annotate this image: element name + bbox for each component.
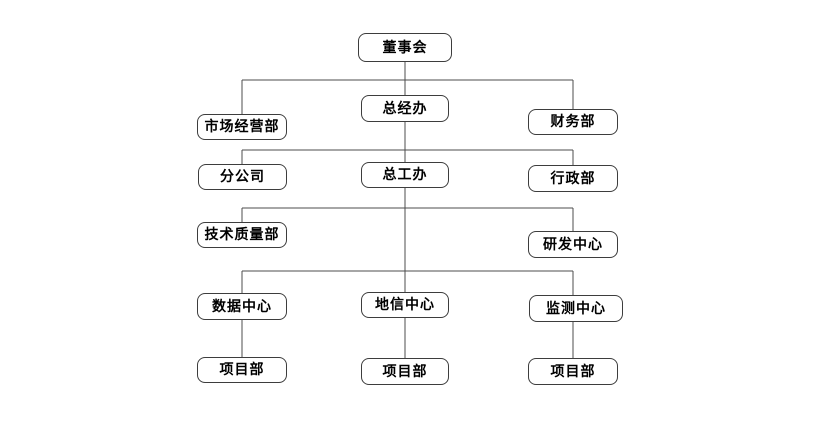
org-node-gm-office: 总经办 [361, 95, 449, 122]
org-node-marketing-dept-label: 市场经营部 [204, 119, 280, 135]
org-node-geo-info-center-label: 地信中心 [375, 297, 435, 313]
org-node-project-dept-2-label: 项目部 [382, 363, 428, 380]
org-node-monitoring-center: 监测中心 [529, 295, 623, 322]
org-node-board-label: 董事会 [382, 39, 428, 56]
org-node-gm-office-label: 总经办 [382, 100, 428, 117]
org-node-project-dept-1: 项目部 [197, 357, 287, 383]
org-node-branch-company: 分公司 [198, 164, 287, 190]
org-node-tech-quality-dept: 技术质量部 [197, 222, 287, 248]
org-node-monitoring-center-label: 监测中心 [546, 300, 606, 317]
org-node-branch-company-label: 分公司 [220, 169, 265, 185]
org-node-project-dept-2: 项目部 [361, 358, 449, 385]
org-node-finance-dept-label: 财务部 [550, 114, 596, 130]
org-node-chief-engineer-office-label: 总工办 [382, 167, 428, 183]
org-node-data-center-label: 数据中心 [212, 298, 272, 315]
org-node-tech-quality-dept-label: 技术质量部 [204, 227, 280, 243]
org-node-admin-dept-label: 行政部 [550, 170, 596, 187]
org-node-chief-engineer-office: 总工办 [361, 162, 449, 188]
org-node-project-dept-3-label: 项目部 [550, 363, 596, 380]
org-node-project-dept-3: 项目部 [528, 358, 618, 385]
org-node-geo-info-center: 地信中心 [361, 292, 449, 318]
org-node-project-dept-1-label: 项目部 [219, 362, 265, 378]
org-node-rd-center: 研发中心 [528, 231, 618, 258]
org-node-board: 董事会 [358, 33, 452, 62]
org-node-marketing-dept: 市场经营部 [197, 114, 287, 140]
org-node-admin-dept: 行政部 [528, 165, 618, 192]
org-node-finance-dept: 财务部 [528, 109, 618, 135]
org-node-data-center: 数据中心 [197, 293, 287, 320]
org-node-rd-center-label: 研发中心 [543, 236, 603, 253]
